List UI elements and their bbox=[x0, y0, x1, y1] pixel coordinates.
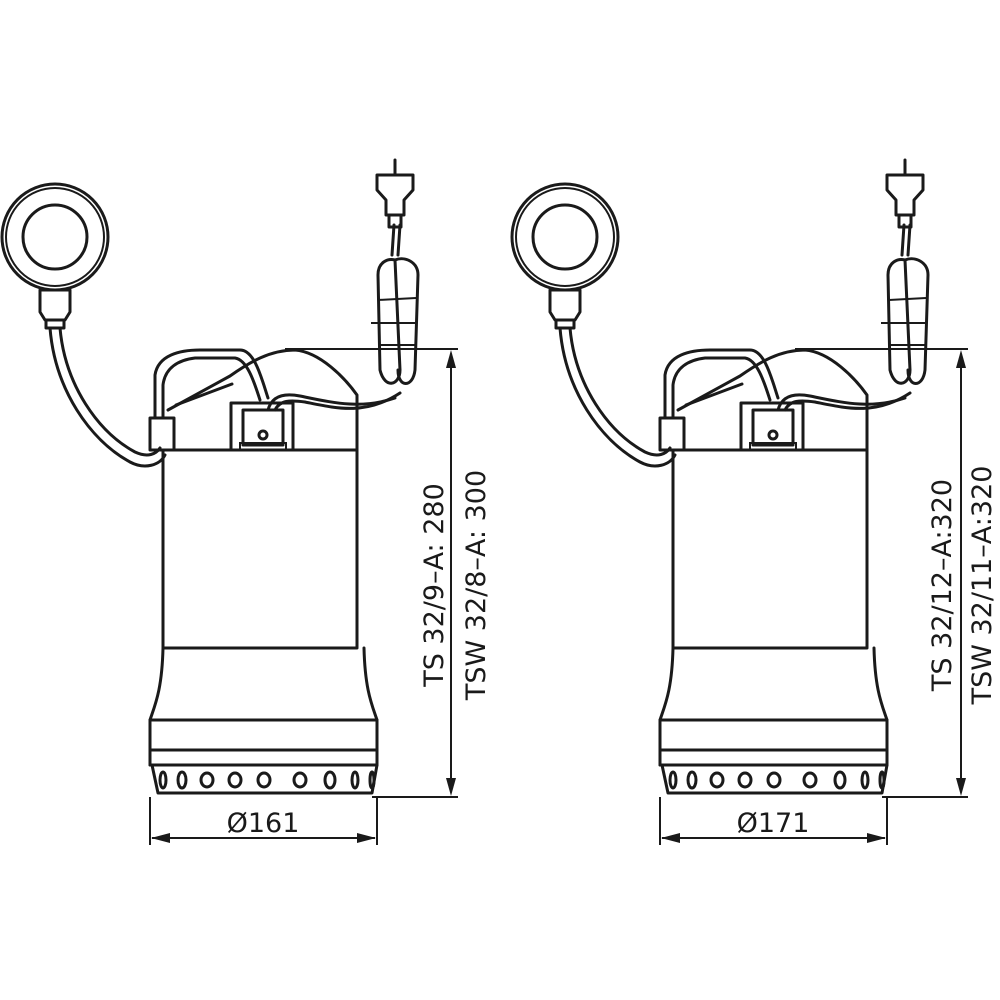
height-label-tsw: TSW 32/8–A: 300 bbox=[461, 470, 492, 701]
diameter-label: Ø161 bbox=[227, 808, 300, 839]
height-label-ts: TS 32/9–A: 280 bbox=[419, 483, 450, 688]
height-label-tsw: TSW 32/11–A:320 bbox=[967, 466, 998, 706]
pump-right: Ø171 TS 32/12–A:320 TSW 32/11–A:320 bbox=[510, 158, 998, 847]
diameter-label: Ø171 bbox=[737, 808, 810, 839]
pump-drawing bbox=[510, 158, 970, 847]
pump-left: Ø161 TS 32/9–A: 280 TSW 32/8–A: 300 bbox=[0, 158, 492, 847]
height-label-ts: TS 32/12–A:320 bbox=[927, 479, 958, 692]
pump-drawing bbox=[0, 158, 460, 847]
